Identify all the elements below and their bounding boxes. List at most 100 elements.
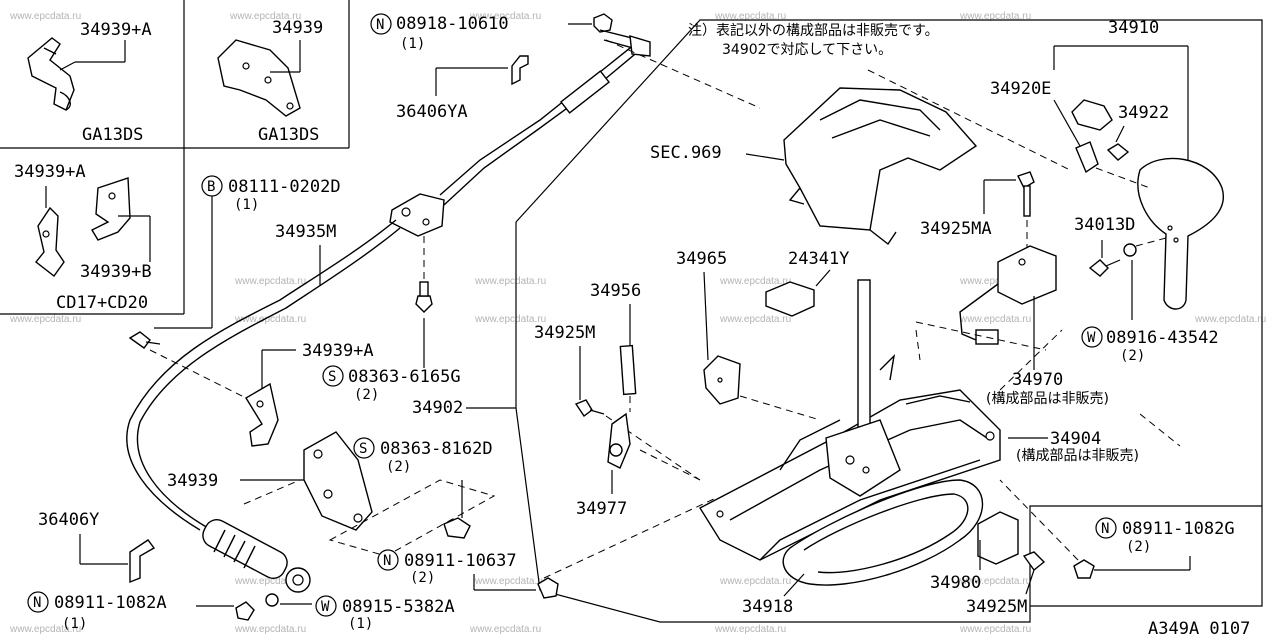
svg-text:W: W (321, 599, 330, 615)
watermark: www.epcdata.ru (474, 314, 546, 325)
part-label-34925M: 34925M (534, 323, 595, 343)
watermark: www.epcdata.ru (959, 624, 1031, 635)
assembly-34902-frame (515, 19, 1263, 607)
bracket-34939b-cd-shape (91, 177, 131, 241)
shift-lever (857, 279, 871, 441)
part-label-34939B: 34939+B (80, 262, 152, 282)
guide-lines (605, 39, 1181, 481)
svg-text:W: W (1087, 330, 1096, 346)
part-label-08911-1082G: 08911-1082G (1122, 519, 1235, 539)
part-34980-shape (977, 511, 1019, 565)
callout-34013D: 34013D (1074, 215, 1167, 320)
part-label-08916-43542: 08916-43542 (1106, 328, 1219, 348)
svg-text:(1): (1) (234, 197, 259, 213)
part-label-08918-10610: 08918-10610 (396, 14, 509, 34)
part-label-34013D: 34013D (1074, 215, 1135, 235)
callout-34918: 34918 (742, 479, 984, 617)
inset-frames (0, 0, 350, 315)
part-label-34939: 34939 (167, 471, 218, 491)
indicator-plate-34918 (782, 479, 984, 586)
callout-34965: 34965 (676, 249, 821, 421)
part-label-34910: 34910 (1108, 18, 1159, 38)
svg-text:N: N (383, 553, 391, 569)
part-label-34920E: 34920E (990, 79, 1051, 99)
part-label-34970: 34970 (1012, 370, 1063, 390)
part-label-24341Y: 24341Y (788, 249, 849, 269)
svg-text:(2): (2) (386, 459, 411, 475)
callout-34925MA: 34925MA (920, 171, 1035, 250)
watermark: www.epcdata.ru (719, 314, 791, 325)
part-label-34925M: 34925M (966, 597, 1027, 617)
part-label-34980: 34980 (930, 573, 981, 593)
part-label-08911-1082A: 08911-1082A (54, 593, 167, 613)
part-label-08911-10637: 08911-10637 (404, 551, 517, 571)
part-label-34965: 34965 (676, 249, 727, 269)
svg-text:S: S (328, 369, 336, 385)
cable-boot (202, 519, 288, 579)
bracket-34939a-cd-shape (35, 206, 65, 278)
watermark: www.epcdata.ru (959, 11, 1031, 22)
bracket-34939-shape (217, 39, 301, 117)
watermark: www.epcdata.ru (234, 276, 306, 287)
watermark: www.epcdata.ru (1194, 314, 1266, 325)
part-label-34939: 34939 (272, 18, 323, 38)
watermark: www.epcdata.ru (9, 11, 81, 22)
svg-text:N: N (376, 17, 384, 33)
callout-nut-08918: N 08918-10610 (1) (370, 13, 613, 52)
note-line-1: 注）表記以外の構成部品は非販売です。 (688, 22, 939, 39)
watermark: www.epcdata.ru (474, 576, 546, 587)
watermark: www.epcdata.ru (234, 576, 306, 587)
svg-text:(1): (1) (400, 36, 425, 52)
callout-washer-08916: W 08916-43542 (2) (1081, 326, 1219, 364)
diagram-id: A349A 0107 (1148, 619, 1250, 639)
bracket-34939a-shape (27, 37, 75, 111)
callout-sec969-console: SEC.969 (650, 69, 1071, 246)
part-label-34922: 34922 (1118, 103, 1169, 123)
watermark: www.epcdata.ru (9, 624, 81, 635)
variant-label: GA13DS (258, 125, 319, 145)
shifter-base-34904: 34904 (構成部品は非販売) (699, 279, 1139, 561)
svg-text:(2): (2) (354, 387, 379, 403)
svg-text:S: S (359, 441, 367, 457)
watermark: www.epcdata.ru (9, 314, 81, 325)
part-label-34902: 34902 (412, 398, 463, 418)
callout-36406YA: 36406YA (396, 55, 529, 122)
part-label-34939A: 34939+A (302, 341, 374, 361)
note-line-2: 34902で対応して下さい。 (722, 42, 892, 58)
watermark: www.epcdata.ru (469, 624, 541, 635)
inset-ga13ds-bracket: 34939 GA13DS (217, 18, 323, 145)
section-ref-969: SEC.969 (650, 143, 722, 163)
svg-text:N: N (1101, 521, 1109, 537)
pin-34977 (607, 412, 631, 469)
watermark: www.epcdata.ru (234, 314, 306, 325)
nut-08918-shape (593, 13, 613, 33)
callout-34956: 34956 (590, 281, 641, 412)
part-label-34939A: 34939+A (80, 20, 152, 40)
part-label-34935M: 34935M (275, 222, 336, 242)
watermark: www.epcdata.ru (229, 11, 301, 22)
watermark: www.epcdata.ru (714, 624, 786, 635)
watermark: www.epcdata.ru (959, 276, 1031, 287)
callout-nut-08911-1082A: N 08911-1082A (1) (27, 591, 255, 632)
svg-text:(1): (1) (62, 616, 87, 632)
part-24341Y-shape (765, 281, 815, 317)
watermark: www.epcdata.ru (719, 276, 791, 287)
callout-34977: 34977 (576, 412, 631, 519)
callout-34939A-mid: 34939+A (245, 341, 374, 447)
bracket-34939A-mid (245, 382, 279, 447)
callout-34970: 34970 (構成部品は非販売) (915, 245, 1109, 407)
callout-nut-08911-1082G: N 08911-1082G (2) (999, 479, 1235, 579)
part-label-08915-5382A: 08915-5382A (342, 597, 455, 617)
callout-24341Y: 24341Y (765, 249, 849, 317)
part-label-34925MA: 34925MA (920, 219, 992, 239)
note-34904: (構成部品は非販売) (1016, 448, 1139, 464)
cable-end-eye (389, 193, 445, 237)
svg-text:N: N (33, 595, 41, 611)
callout-34939-mid: 34939 (167, 431, 496, 557)
callout-bolt-08111: B 08111-0202D (1) (128, 175, 341, 401)
watermark: www.epcdata.ru (714, 11, 786, 22)
lever-pivot (825, 419, 901, 497)
svg-text:(2): (2) (410, 570, 435, 586)
